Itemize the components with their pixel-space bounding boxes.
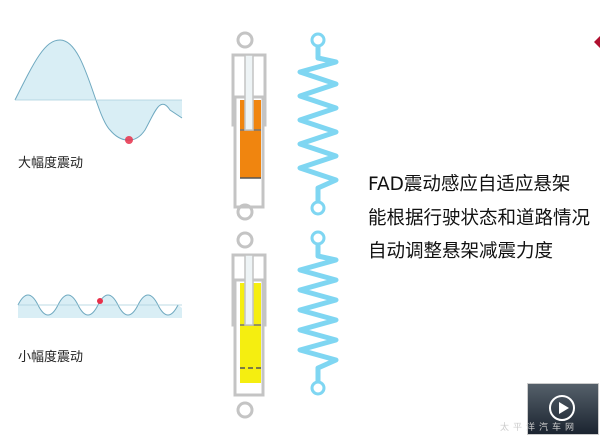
description-line-3: 自动调整悬架减震力度 bbox=[368, 241, 554, 262]
large-wave-dot bbox=[125, 136, 133, 144]
large-vibration-wave bbox=[14, 39, 183, 141]
shock-absorber-large bbox=[231, 31, 267, 221]
large-vibration-label: 大幅度震动 bbox=[18, 156, 84, 171]
small-vibration-wave bbox=[17, 294, 182, 318]
corner-marker-icon bbox=[594, 36, 600, 48]
description-line-1: FAD震动感应自适应悬架 bbox=[368, 174, 571, 195]
spring-small bbox=[297, 230, 339, 396]
spring-large bbox=[297, 32, 339, 216]
play-icon[interactable] bbox=[549, 395, 575, 421]
description-line-2: 能根据行驶状态和道路情况 bbox=[368, 208, 591, 229]
small-wave-dot bbox=[97, 298, 103, 304]
small-vibration-label: 小幅度震动 bbox=[18, 350, 84, 365]
video-thumbnail[interactable] bbox=[527, 383, 599, 435]
shock-absorber-small bbox=[231, 231, 267, 419]
watermark-logo: 太平洋汽车网 bbox=[500, 423, 579, 433]
